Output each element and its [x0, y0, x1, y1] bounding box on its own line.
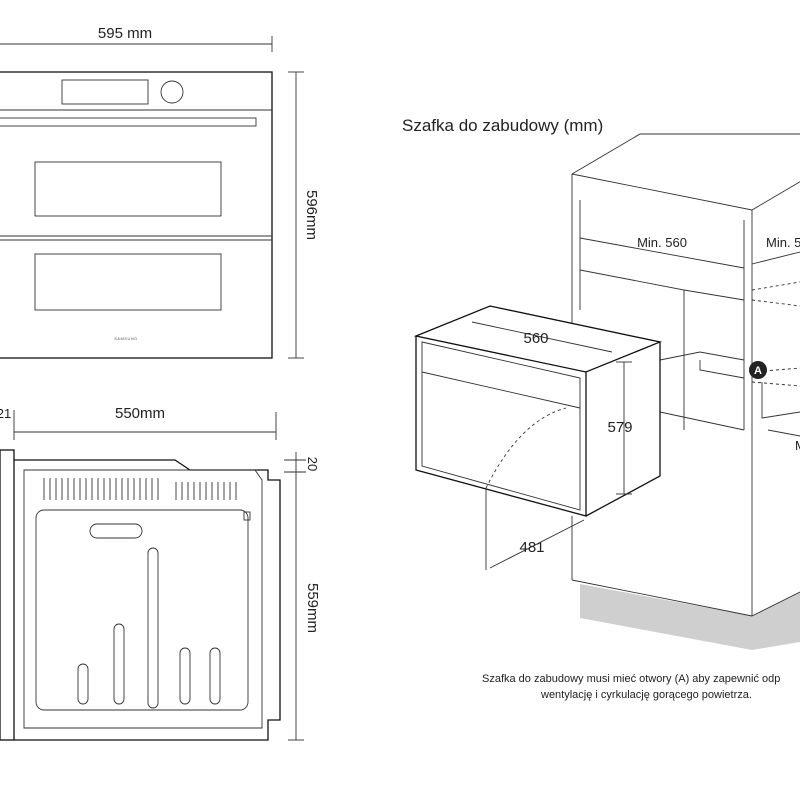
cabinet-lower-edge [659, 411, 745, 431]
cabinet-niche-top [683, 289, 745, 301]
display-window [61, 79, 149, 105]
lower-min-dim-line [767, 429, 800, 437]
cabinet-title: Szafka do zabudowy (mm) [402, 116, 603, 135]
side-rail-4 [209, 647, 221, 705]
side-rail-1 [147, 547, 159, 709]
upper-door-window [34, 161, 222, 217]
side-height-label: 559mm [304, 583, 321, 633]
oven-door-outline [421, 341, 581, 511]
control-knob [160, 80, 184, 104]
oven-side-face [585, 342, 661, 517]
oven-front-face [415, 336, 587, 517]
cabinet-bottom-edge [571, 579, 753, 617]
front-oven-body [0, 71, 273, 359]
brand-label: SAMSUNG [114, 336, 138, 341]
door-depth-label: 481 [519, 539, 544, 556]
side-clip [243, 511, 251, 521]
side-offset-label: 21 [0, 406, 11, 421]
cabinet-shelf-front [699, 360, 745, 379]
min-right-label: Min. 5 [766, 235, 800, 250]
side-front-panel [0, 449, 15, 741]
lower-door-window [34, 253, 222, 311]
cabinet-plinth [580, 584, 800, 650]
oven-width-dim-line [471, 321, 613, 353]
min-width-label: Min. 560 [637, 235, 687, 250]
note-line-2: wentylację i cyrkulację gorącego powietr… [540, 689, 752, 701]
opening-marker [749, 361, 767, 379]
cabinet-top-front [571, 173, 800, 211]
door-depth-dim-line [489, 519, 585, 569]
side-inner-outline [23, 469, 263, 729]
oven-width-label: 560 [523, 330, 548, 347]
front-width-label: 595 mm [98, 25, 152, 42]
oven-door-handle [421, 371, 581, 409]
side-view: 21 550mm [0, 405, 321, 741]
cabinet-view: Szafka do zabudowy (mm) Min. 560 Min. 5 … [402, 116, 800, 701]
note-line-1: Szafka do zabudowy musi mieć otwory (A) … [482, 673, 780, 685]
vent-dash-4 [751, 381, 800, 387]
side-rail-2 [113, 623, 125, 705]
door-handle [0, 117, 257, 127]
cabinet-top-edge [571, 133, 800, 175]
front-height-label: 596mm [303, 190, 320, 240]
side-rail-3 [179, 647, 191, 705]
vent-dash-2 [751, 299, 800, 307]
side-inner-panel [35, 509, 249, 711]
vent-path [761, 382, 800, 419]
oven-fill [416, 306, 660, 520]
cabinet-shelf [659, 351, 745, 361]
side-slot [89, 523, 143, 539]
min-width-dim-line [579, 237, 745, 269]
opening-marker-letter: A [754, 365, 762, 377]
side-top-label: 20 [305, 457, 320, 471]
side-depth-label: 550mm [115, 405, 165, 422]
min-right-dim-line [751, 251, 800, 265]
vent-dash-1 [751, 281, 800, 291]
cabinet-bottom-right [751, 591, 800, 617]
oven-height-label: 579 [607, 419, 632, 436]
lower-min-label: M [795, 438, 800, 453]
front-view: 595 mm SAMSUNG 596mm [0, 25, 320, 359]
side-body-outline [14, 459, 281, 741]
side-vent-ribs [43, 478, 237, 500]
side-rail-5 [77, 663, 89, 705]
